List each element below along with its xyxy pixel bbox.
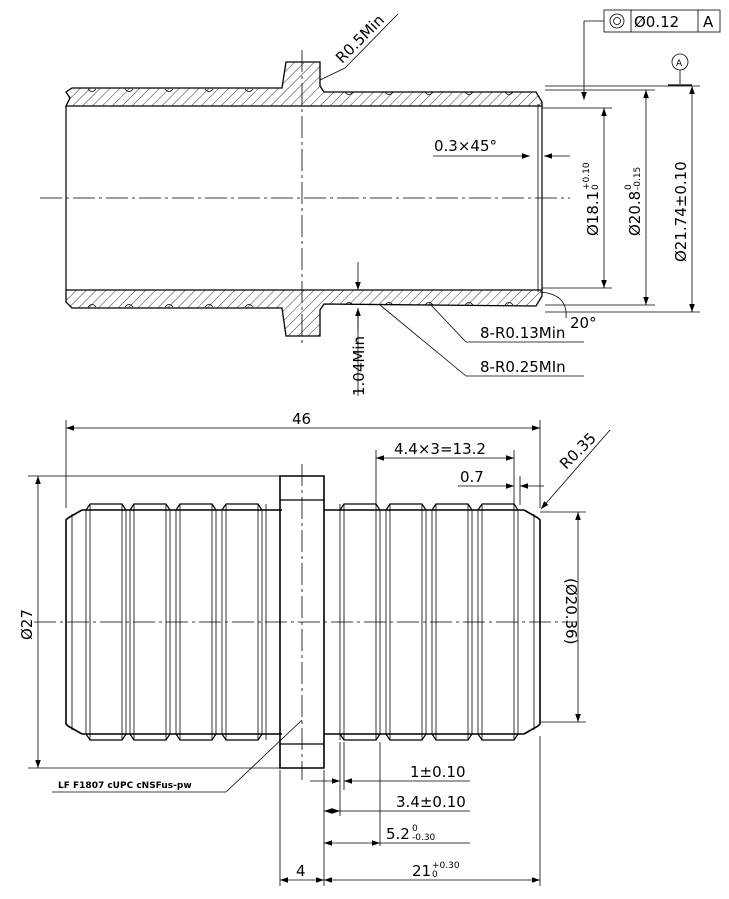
bore-tol-lower: 0 bbox=[591, 184, 601, 190]
second-barb-tol-upper: 0 bbox=[412, 824, 418, 834]
side-view: 46 bbox=[18, 410, 611, 886]
seat-dia-label: Ø20.8 bbox=[626, 191, 644, 236]
first-barb-label: 3.4±0.10 bbox=[396, 793, 466, 811]
overall-length-label: 46 bbox=[292, 410, 311, 428]
wall-min-label: 1.04Min bbox=[350, 336, 368, 396]
outer-dia-label: Ø21.74±0.10 bbox=[672, 161, 690, 262]
barb-spacing-label: 4.4×3=13.2 bbox=[394, 440, 486, 458]
tolerance-frame: Ø0.12 A bbox=[603, 9, 721, 33]
tip-land-label: 0.7 bbox=[460, 468, 484, 486]
tolerance-value: Ø0.12 bbox=[634, 13, 679, 31]
datum-label: A bbox=[676, 59, 683, 69]
chamfer-label: 0.3×45° bbox=[434, 137, 497, 155]
second-barb-label: 5.2 bbox=[386, 825, 410, 843]
lead-angle-label: 20° bbox=[570, 314, 597, 332]
groove-root-radius-label: 8-R0.13Min bbox=[480, 324, 565, 342]
flange-fillet-label: R0.5Min bbox=[332, 11, 388, 67]
flange-body bbox=[279, 475, 325, 769]
bore-dia-label: Ø18.1 bbox=[584, 191, 602, 236]
bore-tol-upper: +0.10 bbox=[582, 162, 592, 190]
insert-tol-lower: 0 bbox=[432, 870, 438, 880]
concentricity-icon bbox=[609, 13, 625, 29]
insert-tol-upper: +0.30 bbox=[432, 861, 460, 871]
seat-tol-lower: -0.15 bbox=[633, 167, 643, 190]
flange-dia-label: Ø27 bbox=[18, 609, 36, 640]
section-bottom-wall bbox=[65, 289, 543, 337]
tolerance-datum: A bbox=[703, 13, 714, 31]
section-view: R0.5Min 0.3×45° Ø18.1 +0.10 0 Ø20.8 0 -0… bbox=[40, 9, 721, 396]
section-top-wall bbox=[64, 61, 543, 107]
groove-width-label: 1±0.10 bbox=[410, 763, 466, 781]
seat-tol-upper: 0 bbox=[624, 184, 634, 190]
insert-length-label: 21 bbox=[412, 862, 431, 880]
marking-text: LF F1807 cUPC cNSFus-pw bbox=[58, 781, 192, 791]
flange-width-label: 4 bbox=[296, 862, 306, 880]
second-barb-tol-lower: -0.30 bbox=[412, 833, 436, 843]
groove-edge-radius-label: 8-R0.25MIn bbox=[480, 358, 566, 376]
ref-dia-label: (Ø20.36) bbox=[562, 578, 580, 644]
